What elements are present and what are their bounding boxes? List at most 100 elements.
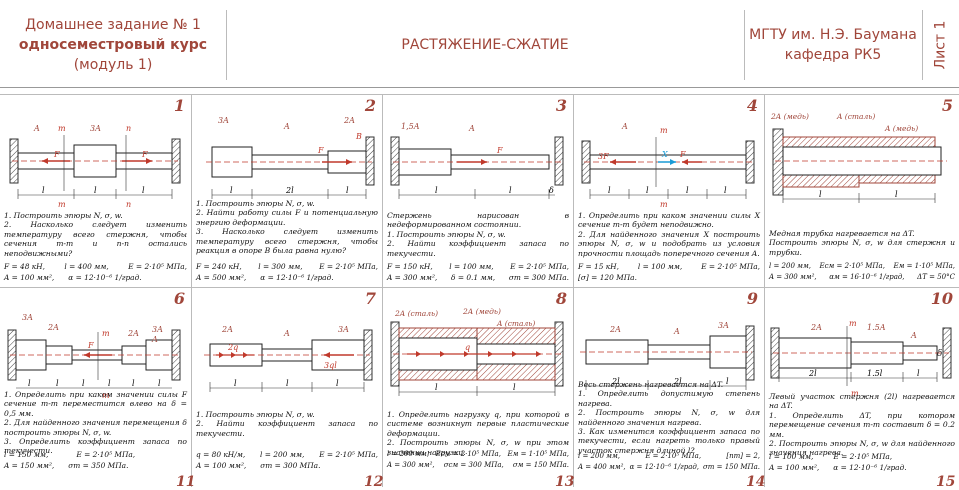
svg-text:n: n (126, 124, 131, 133)
data-value: α = 12·10⁻⁶ 1/град. (260, 273, 334, 282)
next-row-strip: 11 12 13 14 15 (0, 474, 959, 490)
bar-diagram: 3A 2A F m 2A 3A A m l l l l l l (7, 313, 181, 400)
svg-text:2l: 2l (808, 369, 817, 378)
svg-text:2l: 2l (285, 186, 294, 195)
header-divider (744, 10, 745, 80)
problem-text: 1. Определить при каком значении силы X … (578, 211, 760, 258)
data-value: [σ] = 120 МПа. (578, 273, 637, 282)
problem-card: 3 1,5A A F l l δ Стержень нарисован в не… (383, 95, 573, 287)
task-line: 2. Найти работу силы F и потенциальную э… (196, 208, 378, 227)
svg-text:2l: 2l (611, 377, 620, 386)
svg-text:m: m (849, 319, 857, 328)
data-value: α = 12·10⁻⁶ 1/град. (68, 273, 142, 282)
svg-text:2A: 2A (127, 329, 139, 338)
data-value: E = 2·10⁵ МПа, (128, 262, 187, 271)
task-line: 3. Насколько следует изменить температур… (196, 227, 378, 256)
svg-text:A (сталь): A (сталь) (836, 112, 875, 121)
svg-text:n: n (126, 200, 131, 209)
svg-text:l: l (895, 190, 898, 199)
data-value: F = 150 кН, (387, 262, 433, 271)
task-line: 1. Определить при каком значении силы X … (578, 211, 760, 230)
svg-text:l: l (42, 186, 45, 195)
svg-text:l: l (132, 379, 135, 388)
svg-text:2A: 2A (343, 116, 355, 125)
svg-text:l: l (234, 379, 237, 388)
data-value: ΔT = 50°C (917, 273, 955, 281)
grid-line (191, 94, 192, 487)
svg-text:l: l (686, 186, 689, 195)
problem-text: Медная трубка нагревается на ΔT. Построи… (769, 229, 955, 257)
module-label: (модуль 1) (73, 57, 153, 73)
grid-line (0, 287, 959, 288)
header-divider (226, 10, 227, 80)
svg-text:δ: δ (937, 349, 942, 359)
problem-card: 10 δ 2A m 1.5A A 2l 1.5l l m Левый участ… (765, 288, 959, 480)
svg-text:2q: 2q (227, 343, 238, 352)
grid-line (0, 94, 959, 95)
data-value: Eсм = 2·10⁵ МПа, (819, 262, 885, 270)
problem-data: l = 200 мм,E = 2·10⁵ МПа,[nт] = 2, A = 4… (578, 451, 760, 473)
data-value: l = 200 мм, (260, 450, 305, 459)
task-line: Медная трубка нагревается на ΔT. (769, 229, 915, 238)
topic-title: РАСТЯЖЕНИЕ-СЖАТИЕ (226, 4, 744, 86)
svg-text:l: l (94, 186, 97, 195)
data-value: σм = 150 МПа. (512, 461, 569, 469)
problem-card: 4 A m 3F X F m l l l l 1. Определить при… (574, 95, 764, 287)
data-value: A = 300 мм², (769, 273, 817, 281)
problem-number: 8 (555, 289, 567, 308)
data-value: F = 240 кН, (196, 262, 242, 271)
svg-text:X: X (661, 150, 668, 159)
svg-text:3A: 3A (22, 313, 33, 322)
problem-text: 1. Построить эпюры N, σ, w. 2. Насколько… (4, 211, 187, 258)
svg-text:l: l (82, 379, 85, 388)
task-line: 1. Построить эпюры N, σ, w. (196, 410, 315, 419)
data-value: σт = 150 МПа. (703, 463, 760, 471)
svg-text:A: A (151, 335, 158, 344)
problem-number: 14 (746, 474, 766, 490)
data-value: α = 12·10⁻⁶ 1/град. (833, 463, 907, 472)
problem-card: 7 2A A 3A 2q 3ql l l l 1. Построить эпюр… (192, 288, 382, 480)
task-line: 2. Насколько следует изменить температур… (4, 220, 187, 258)
svg-text:F: F (141, 150, 148, 159)
bar-diagram: A m 3A n F F m n l l l (9, 124, 181, 209)
data-value: Eсм = 2·10⁵ МПа, (435, 450, 501, 458)
svg-text:l: l (142, 186, 145, 195)
data-value: A = 100 мм², (4, 273, 55, 282)
svg-text:m: m (102, 329, 110, 338)
svg-text:A: A (283, 329, 290, 338)
task-line: 2. Для найденного значения перемещения δ… (4, 418, 187, 437)
svg-text:F: F (496, 146, 503, 155)
task-line: 1. Построить эпюры N, σ, w. (4, 211, 123, 220)
bar-diagram: 2A A 3A 2l 2l l (580, 321, 755, 390)
svg-text:2A (сталь): 2A (сталь) (394, 309, 438, 318)
svg-text:A (сталь): A (сталь) (496, 319, 535, 328)
svg-text:F: F (53, 150, 60, 159)
problem-card: 6 3A 2A F m 2A 3A A m l l l l l l 1. Опр… (0, 288, 191, 480)
svg-text:m: m (851, 389, 859, 398)
data-value: Eм = 1·10⁵ МПа, (893, 262, 955, 270)
svg-text:2l: 2l (673, 377, 682, 386)
sheet-number: Лист 1 (932, 20, 949, 70)
bar-diagram: δ 2A m 1.5A A 2l 1.5l l m (770, 319, 952, 398)
assignment-number: Домашнее задание № 1 (25, 17, 201, 33)
svg-text:F: F (679, 150, 686, 159)
data-value: A = 100 мм², (769, 463, 820, 472)
department-name: кафедра РК5 (784, 47, 882, 63)
svg-text:l: l (286, 379, 289, 388)
problem-number: 12 (364, 474, 384, 490)
data-value: Eм = 1·10⁵ МПа, (507, 450, 569, 458)
problem-number: 3 (555, 96, 567, 115)
svg-text:A: A (33, 124, 40, 133)
problem-number: 4 (746, 96, 758, 115)
data-value: E = 2·10⁵ МПа, (701, 262, 760, 271)
problem-data: l = 100 мм,E = 2·10⁵ МПа, A = 100 мм²,α … (769, 451, 955, 473)
svg-text:2A: 2A (810, 323, 822, 332)
problem-data: l = 200 мм,Eсм = 2·10⁵ МПа,Eм = 1·10⁵ МП… (769, 261, 955, 283)
data-value: F = 15 кН, (578, 262, 619, 271)
header-divider (922, 10, 923, 80)
svg-text:l: l (28, 379, 31, 388)
svg-text:A: A (910, 331, 917, 340)
svg-text:A: A (283, 122, 290, 131)
task-line: 1. Построить эпюры N, σ, w. (196, 199, 315, 208)
data-value: E = 2·10⁵ МПа, (645, 452, 702, 460)
